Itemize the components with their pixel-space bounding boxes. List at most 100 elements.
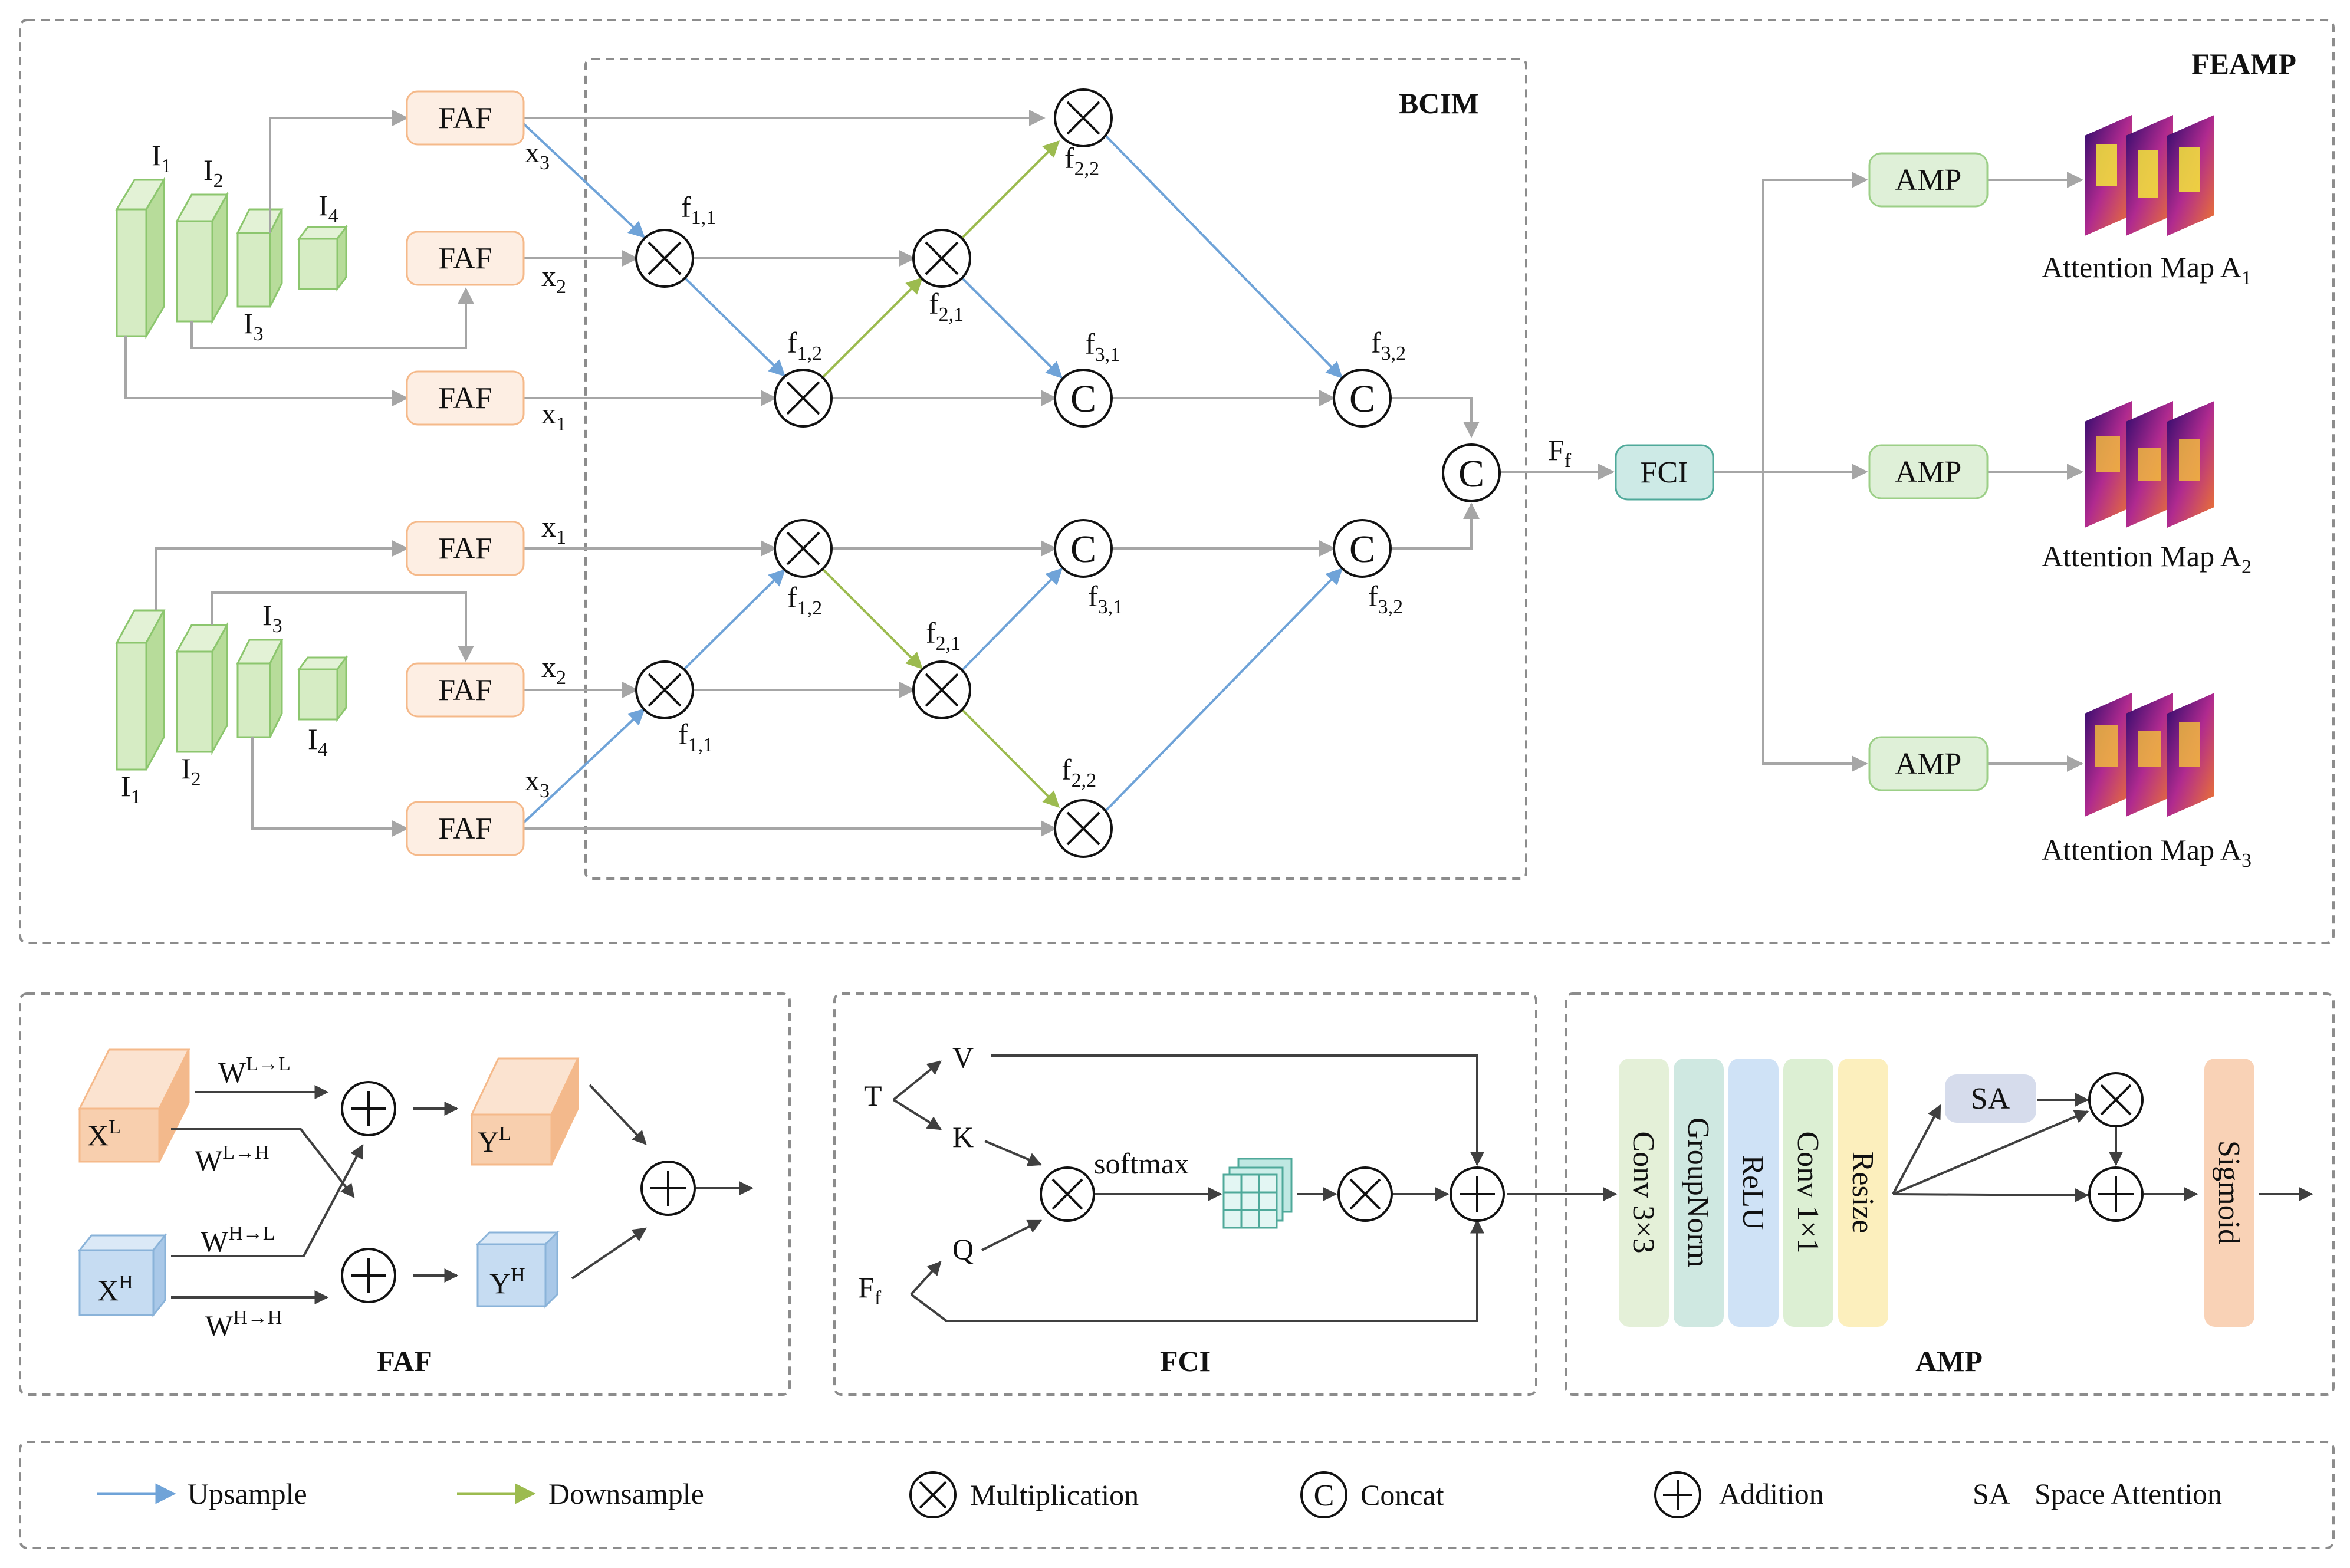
label-I1-top: I1 — [152, 139, 172, 177]
legend-space-attention-label: Space Attention — [2035, 1477, 2222, 1510]
faf-box-bottom-x2[interactable]: FAF — [406, 662, 525, 718]
concat-node-f31-top — [1054, 369, 1113, 428]
label-I4-bottom: I4 — [308, 722, 328, 761]
svg-text:FAF: FAF — [438, 101, 492, 135]
fci-label-K: K — [952, 1120, 974, 1153]
svg-text:AMP: AMP — [1895, 747, 1962, 781]
legend-multiplication-icon — [909, 1471, 957, 1518]
label-f32-top: f3,2 — [1371, 326, 1406, 364]
label-f12-bottom: f1,2 — [787, 581, 822, 619]
legend-multiplication-label: Multiplication — [970, 1478, 1139, 1511]
amp-panel-title: AMP — [1915, 1345, 1983, 1378]
label-YL: YL — [478, 1123, 511, 1158]
multiply-node-f12-top — [774, 369, 833, 428]
faf-panel-title: FAF — [377, 1345, 432, 1378]
legend-concat-label: Concat — [1360, 1478, 1444, 1511]
svg-text:C: C — [1458, 452, 1484, 495]
label-x2-top: x2 — [541, 259, 566, 298]
amp-box-3[interactable]: AMP — [1868, 736, 1989, 791]
concat-node-f32-top — [1333, 369, 1392, 428]
amp-panel-arrows — [1892, 1093, 2313, 1202]
legend-addition-icon — [1654, 1471, 1701, 1518]
label-f31-bottom: f3,1 — [1088, 580, 1123, 618]
label-f21-bottom: f2,1 — [926, 616, 961, 655]
amp-sa-label: SA — [1971, 1082, 2010, 1116]
faf-panel-arrows — [171, 1084, 754, 1304]
svg-text:AMP: AMP — [1895, 163, 1962, 197]
bcim-title: BCIM — [1399, 87, 1479, 120]
attention-map-1-image — [2085, 115, 2214, 236]
amp-box-1[interactable]: AMP — [1868, 152, 1989, 208]
faf-box-top-x1[interactable]: FAF — [406, 370, 525, 426]
legend-addition-label: Addition — [1719, 1477, 1824, 1510]
feature-pyramid-top — [115, 176, 348, 340]
multiply-node-f21-bottom — [912, 660, 971, 719]
svg-text:AMP: AMP — [1895, 455, 1962, 489]
concat-glyphs: C C C C C — [1070, 377, 1484, 571]
label-XL: XL — [87, 1116, 121, 1152]
operation-nodes — [635, 88, 1501, 858]
label-XH: XH — [97, 1271, 133, 1307]
label-I2-top: I2 — [203, 153, 224, 192]
bcim-frame — [584, 58, 1527, 880]
faf-box-top-x3[interactable]: FAF — [406, 90, 525, 146]
fci-label-softmax: softmax — [1094, 1147, 1189, 1180]
legend-downsample-label: Downsample — [548, 1477, 704, 1510]
multiply-node-f22-bottom — [1054, 799, 1113, 858]
label-I3-bottom: I3 — [262, 599, 282, 637]
label-f31-top: f3,1 — [1085, 327, 1120, 366]
legend-sa-abbr: SA — [1973, 1477, 2010, 1510]
feamp-title: FEAMP — [2191, 47, 2296, 80]
faf-box-bottom-x3[interactable]: FAF — [406, 801, 525, 856]
label-f11-top: f1,1 — [681, 190, 716, 229]
fci-box[interactable]: FCI — [1615, 444, 1714, 501]
multiply-node-f21-top — [912, 229, 971, 288]
legend-frame — [19, 1441, 2335, 1549]
faf-box-bottom-x1[interactable]: FAF — [406, 521, 525, 576]
label-I2-bottom: I2 — [181, 752, 201, 790]
fci-panel-title: FCI — [1160, 1345, 1211, 1378]
attention-map-3-label: Attention Map A3 — [2042, 833, 2252, 872]
amp-layer-stack — [1619, 1059, 2254, 1327]
legend: Upsample Downsample Multiplication C Con… — [97, 1471, 2222, 1518]
attention-map-3-image — [2085, 693, 2214, 817]
fci-label-T: T — [864, 1079, 882, 1112]
svg-text:FAF: FAF — [438, 532, 492, 566]
multiply-node-f11-top — [635, 229, 694, 288]
label-W-HL: WH→L — [201, 1222, 275, 1258]
svg-text:C: C — [1070, 377, 1096, 420]
label-f22-top: f2,2 — [1064, 142, 1099, 180]
amp-box-2[interactable]: AMP — [1868, 444, 1989, 499]
amp-layer-labels: Conv 3×3 GroupNorm ReLU Conv 1×1 Resize … — [1626, 1117, 2246, 1267]
svg-text:FAF: FAF — [438, 812, 492, 846]
fci-label-V: V — [952, 1041, 974, 1074]
label-f21-top: f2,1 — [929, 287, 964, 326]
multiply-node-f12-bottom — [774, 519, 833, 578]
attention-map-2-image — [2085, 401, 2214, 528]
label-x3-bottom: x3 — [525, 764, 550, 802]
label-f11-bottom: f1,1 — [678, 718, 713, 756]
faf-box-top-x2[interactable]: FAF — [406, 231, 525, 286]
multiply-node-f11-bottom — [635, 660, 694, 719]
concat-node-f31-bottom — [1054, 519, 1113, 578]
attention-map-1-label: Attention Map A1 — [2042, 251, 2252, 289]
fci-label-Ff: Ff — [858, 1271, 882, 1309]
legend-concat-icon: C — [1300, 1471, 1347, 1518]
svg-text:FAF: FAF — [438, 382, 492, 415]
label-Ff: Ff — [1548, 433, 1572, 472]
amp-layer-resize: Resize — [1846, 1152, 1879, 1234]
svg-text:FCI: FCI — [1641, 456, 1688, 489]
fci-label-Q: Q — [952, 1232, 974, 1265]
multiply-node-f22-top — [1054, 88, 1113, 147]
svg-text:C: C — [1349, 377, 1375, 420]
attention-map-2-label: Attention Map A2 — [2042, 540, 2252, 578]
label-W-LH: WL→H — [195, 1142, 269, 1177]
label-I3-top: I3 — [244, 307, 264, 345]
label-I1-bottom: I1 — [121, 770, 141, 808]
svg-text:C: C — [1349, 528, 1375, 571]
amp-layer-sigmoid: Sigmoid — [2212, 1140, 2246, 1244]
svg-text:FAF: FAF — [438, 673, 492, 707]
downsample-paths — [821, 140, 1060, 808]
label-x3-top: x3 — [525, 136, 550, 174]
